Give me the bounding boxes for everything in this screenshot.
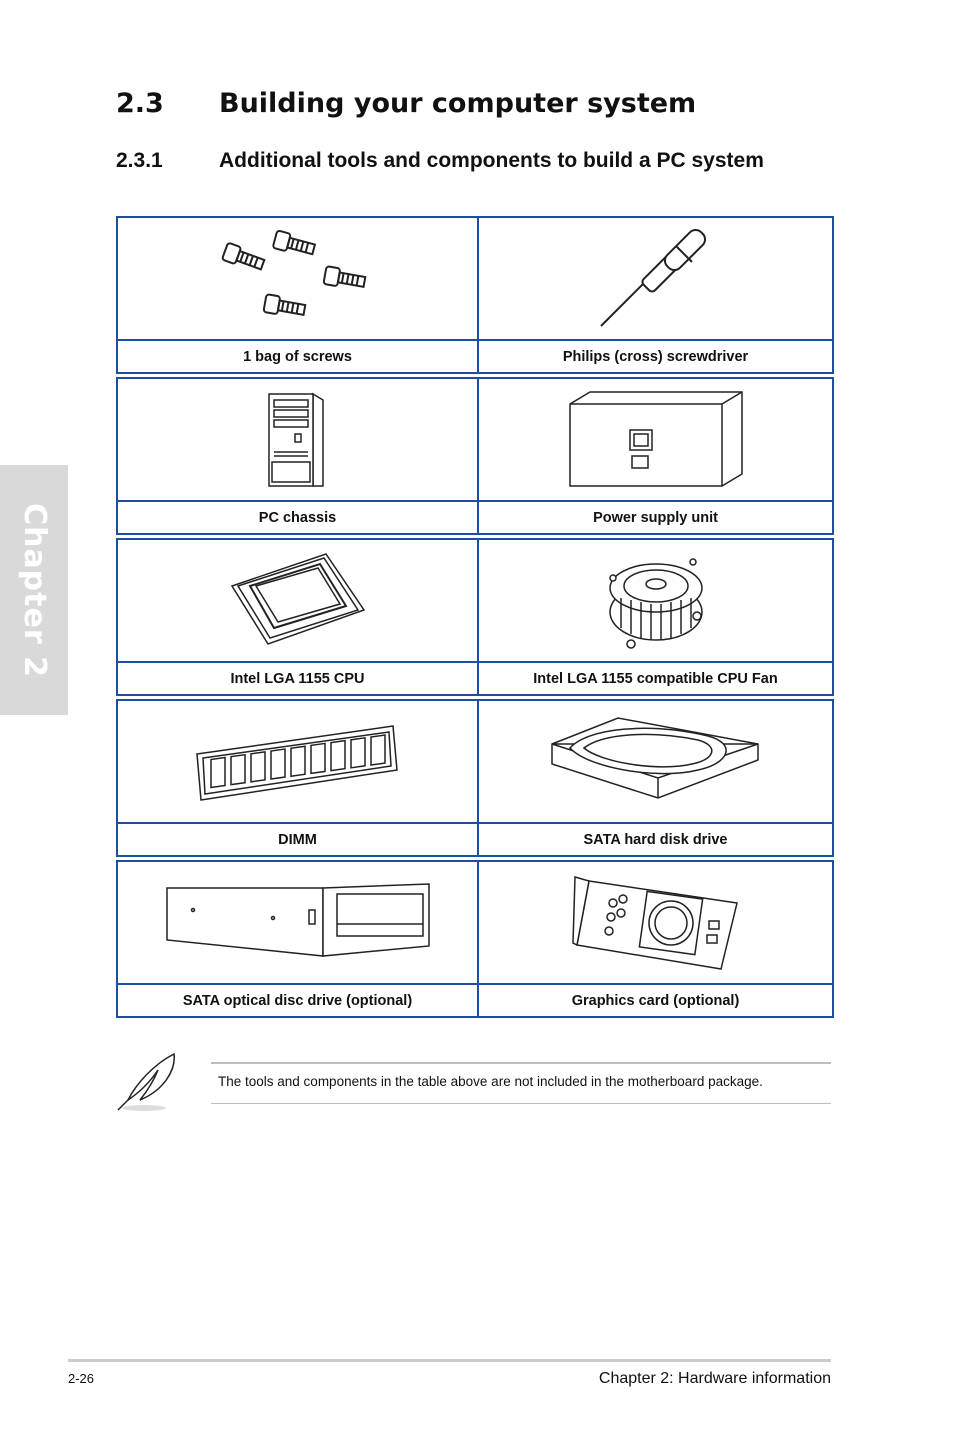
pc-chassis-image-cell bbox=[116, 377, 479, 502]
cpu-fan-icon bbox=[608, 558, 703, 649]
note-text: The tools and components in the table ab… bbox=[218, 1074, 763, 1089]
chapter-tab: Chapter 2 bbox=[0, 465, 68, 715]
cpu-image-cell bbox=[116, 538, 479, 663]
dimm-label: DIMM bbox=[116, 822, 479, 857]
section-title: Building your computer system bbox=[219, 88, 697, 119]
hdd-label: SATA hard disk drive bbox=[477, 822, 834, 857]
note-rule-top bbox=[211, 1062, 831, 1064]
footer-chapter-title: Chapter 2: Hardware information bbox=[598, 1370, 831, 1387]
page-number: 2-26 bbox=[68, 1371, 95, 1386]
hard-disk-icon bbox=[551, 717, 759, 799]
footer-rule bbox=[68, 1359, 831, 1362]
screws-label: 1 bag of screws bbox=[116, 339, 479, 374]
optical-drive-icon bbox=[165, 883, 430, 957]
components-table: 1 bag of screws Philips (cross) screwdri… bbox=[116, 216, 834, 1018]
dimm-icon bbox=[195, 725, 398, 801]
note-rule-bottom bbox=[211, 1103, 831, 1104]
subsection-heading: 2.3.1 Additional tools and components to … bbox=[116, 149, 764, 173]
screws-image-cell bbox=[116, 216, 479, 341]
gpu-image-cell bbox=[477, 860, 834, 985]
graphics-card-icon bbox=[571, 875, 738, 970]
cpu-icon bbox=[230, 553, 365, 645]
psu-label: Power supply unit bbox=[477, 500, 834, 535]
screws-icon bbox=[221, 229, 366, 316]
cpu-fan-label: Intel LGA 1155 compatible CPU Fan bbox=[477, 661, 834, 696]
section-heading: 2.3 Building your computer system bbox=[116, 88, 696, 119]
psu-image-cell bbox=[477, 377, 834, 502]
dimm-image-cell bbox=[116, 699, 479, 824]
pc-chassis-icon bbox=[267, 392, 324, 487]
cpu-label: Intel LGA 1155 CPU bbox=[116, 661, 479, 696]
subsection-title: Additional tools and components to build… bbox=[219, 149, 764, 172]
screwdriver-icon bbox=[599, 228, 706, 327]
chapter-tab-label: Chapter 2 bbox=[16, 502, 52, 678]
section-number: 2.3 bbox=[116, 88, 164, 119]
screwdriver-image-cell bbox=[477, 216, 834, 341]
subsection-number: 2.3.1 bbox=[116, 149, 163, 172]
power-supply-icon bbox=[568, 390, 743, 487]
feather-icon bbox=[117, 1052, 175, 1111]
gpu-label: Graphics card (optional) bbox=[477, 983, 834, 1018]
pc-chassis-label: PC chassis bbox=[116, 500, 479, 535]
screwdriver-label: Philips (cross) screwdriver bbox=[477, 339, 834, 374]
cpu-fan-image-cell bbox=[477, 538, 834, 663]
odd-label: SATA optical disc drive (optional) bbox=[116, 983, 479, 1018]
hdd-image-cell bbox=[477, 699, 834, 824]
odd-image-cell bbox=[116, 860, 479, 985]
